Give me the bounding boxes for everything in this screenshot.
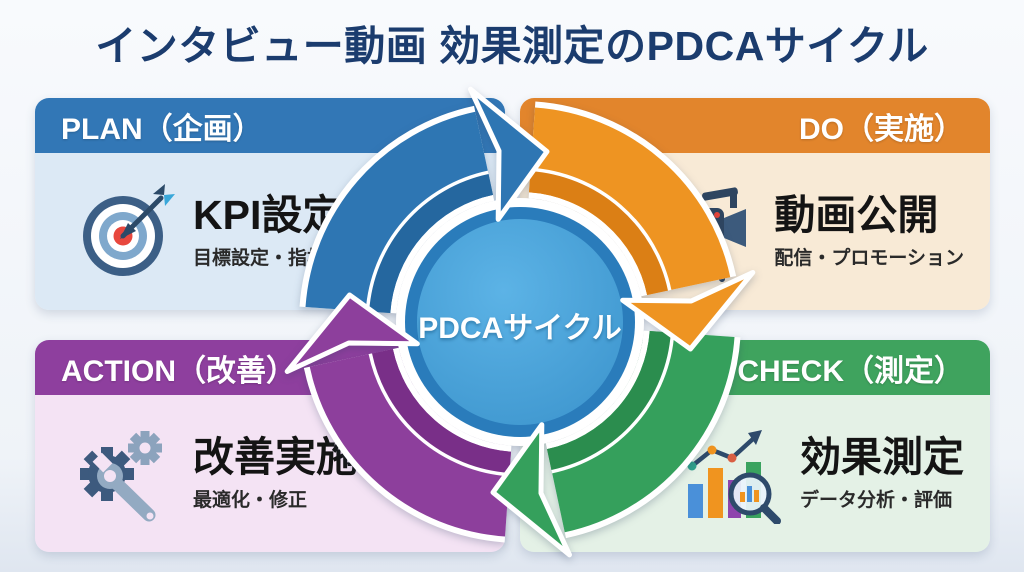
check-arc [545,329,735,533]
do-arc-inner [528,170,669,296]
card-check-title: 効果測定 [800,433,964,480]
analytics-icon [687,429,781,524]
card-do-title: 動画公開 [774,191,939,238]
plan-arc-inner [368,173,494,314]
pdca-center-label: PDCAサイクル [418,312,622,345]
card-action-subtitle: 最適化・修正 [193,490,308,512]
card-do-label: DO（実施） [799,112,964,146]
check-arc-inner [546,330,672,471]
card-do-subtitle: 配信・プロモーション [774,248,964,270]
card-check-label: CHECK（測定） [737,354,964,388]
card-do-texts: 動画公開 配信・プロモーション [774,191,964,271]
card-plan-title: KPI設定 [193,191,344,238]
do-to-check-arrow [620,270,756,352]
check-to-action-arrow [490,422,572,558]
gears-icon [80,430,162,521]
ring-separators [365,167,675,477]
target-icon [83,183,175,276]
plan-arc [305,111,495,315]
action-arc [309,347,513,537]
card-action-texts: 改善実施 最適化・修正 [193,433,357,513]
do-arc [527,107,731,297]
card-check-texts: 効果測定 データ分析・評価 [800,433,964,513]
card-action-label: ACTION（改善） [61,354,296,388]
plan-to-do-arrow [468,86,550,222]
card-check-subtitle: データ分析・評価 [800,490,953,512]
action-arc-inner [371,348,512,474]
card-plan-label: PLAN（企画） [61,112,263,146]
center-circle [417,219,623,425]
page-title: インタビュー動画 効果測定のPDCAサイクル [95,23,929,69]
action-to-plan-arrow [284,292,420,374]
card-action-title: 改善実施 [193,433,357,480]
